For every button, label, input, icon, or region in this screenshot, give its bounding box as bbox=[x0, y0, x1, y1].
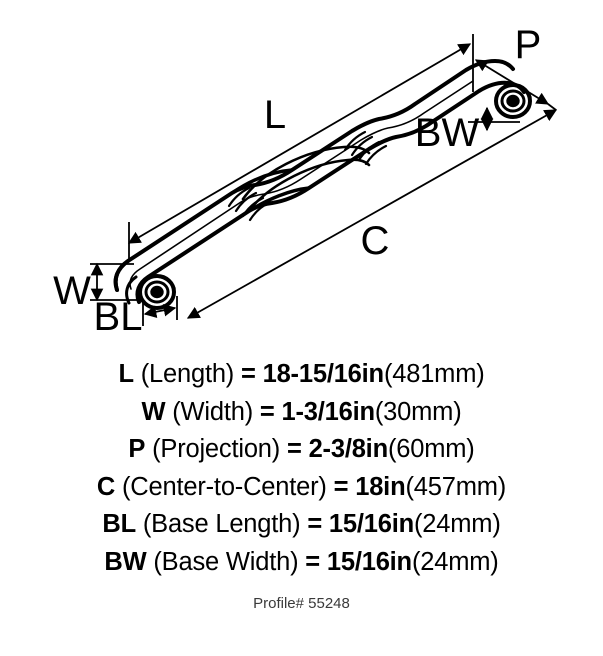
dimension-BL bbox=[142, 296, 178, 326]
specification-list: L (Length) = 18-15/16in(481mm) W (Width)… bbox=[0, 356, 603, 581]
spec-imperial-C: 18in bbox=[355, 472, 406, 501]
spec-name-BW: (Base Width) bbox=[153, 547, 299, 576]
handle-drawing: L W P C bbox=[53, 23, 558, 339]
spec-code-L: L bbox=[118, 360, 134, 388]
spec-name-P: (Projection) bbox=[152, 435, 281, 463]
spec-name-BL: (Base Length) bbox=[142, 510, 301, 538]
dimension-C bbox=[186, 109, 558, 319]
dimension-BW bbox=[468, 106, 520, 132]
handle-body bbox=[113, 59, 526, 304]
dim-BL-line bbox=[143, 304, 177, 318]
spec-code-W: W bbox=[141, 397, 166, 426]
spec-name-L: (Length) bbox=[140, 360, 235, 388]
dimension-P bbox=[474, 59, 557, 111]
spec-equals-BL: = bbox=[307, 510, 323, 538]
spec-metric-L: (481mm) bbox=[383, 360, 485, 388]
base-left-cap-inner bbox=[150, 285, 164, 299]
spec-metric-W: (30mm) bbox=[374, 397, 462, 426]
handle-upper-edge bbox=[113, 59, 515, 292]
spec-equals-C: = bbox=[333, 472, 349, 501]
handle-base-left bbox=[113, 259, 176, 310]
base-left-cap-side bbox=[147, 274, 176, 290]
spec-imperial-L: 18-15/16in bbox=[262, 360, 385, 388]
dim-label-P: P bbox=[515, 23, 542, 67]
spec-code-BW: BW bbox=[104, 547, 147, 576]
spec-row-length: L (Length) = 18-15/16in(481mm) bbox=[0, 356, 603, 394]
spec-name-W: (Width) bbox=[172, 397, 254, 426]
spec-row-projection: P (Projection) = 2-3/8in(60mm) bbox=[0, 431, 603, 469]
spec-metric-C: (457mm) bbox=[405, 472, 507, 501]
spec-imperial-BW: 15/16in bbox=[326, 547, 412, 576]
base-left-cap-mid bbox=[144, 280, 170, 304]
spec-imperial-BL: 15/16in bbox=[328, 510, 414, 538]
dim-label-BW: BW bbox=[415, 111, 480, 155]
dim-C-line bbox=[186, 109, 558, 319]
spec-row-center-to-center: C (Center-to-Center) = 18in(457mm) bbox=[0, 469, 603, 507]
spec-equals-BW: = bbox=[305, 547, 320, 576]
spec-code-C: C bbox=[96, 472, 116, 501]
spec-equals-P: = bbox=[286, 435, 302, 463]
spec-metric-BL: (24mm) bbox=[414, 510, 501, 538]
spec-row-base-width: BW (Base Width) = 15/16in(24mm) bbox=[0, 544, 603, 582]
profile-number: Profile# 55248 bbox=[253, 595, 350, 612]
base-left-post-outer bbox=[113, 259, 130, 292]
dim-P-line bbox=[474, 59, 550, 105]
dim-label-W: W bbox=[53, 269, 91, 313]
spec-imperial-W: 1-3/16in bbox=[281, 397, 376, 426]
spec-metric-P: (60mm) bbox=[387, 435, 475, 463]
dim-label-L: L bbox=[264, 93, 286, 137]
spec-code-P: P bbox=[128, 435, 146, 463]
spec-imperial-P: 2-3/8in bbox=[308, 435, 389, 463]
spec-equals-L: = bbox=[241, 360, 256, 388]
spec-code-BL: BL bbox=[102, 510, 136, 538]
dim-label-BL: BL bbox=[94, 295, 143, 339]
base-right-cap-inner bbox=[506, 94, 520, 108]
spec-metric-BW: (24mm) bbox=[411, 547, 499, 576]
dim-label-C: C bbox=[361, 219, 390, 263]
dim-P-extension bbox=[547, 103, 557, 111]
spec-row-base-length: BL (Base Length) = 15/16in(24mm) bbox=[0, 506, 603, 544]
spec-name-C: (Center-to-Center) bbox=[122, 472, 327, 501]
spec-equals-W: = bbox=[259, 397, 275, 426]
spec-row-width: W (Width) = 1-3/16in(30mm) bbox=[0, 394, 603, 432]
handle-drawing-svg: L W P C bbox=[53, 23, 558, 339]
dimension-W bbox=[90, 262, 140, 302]
